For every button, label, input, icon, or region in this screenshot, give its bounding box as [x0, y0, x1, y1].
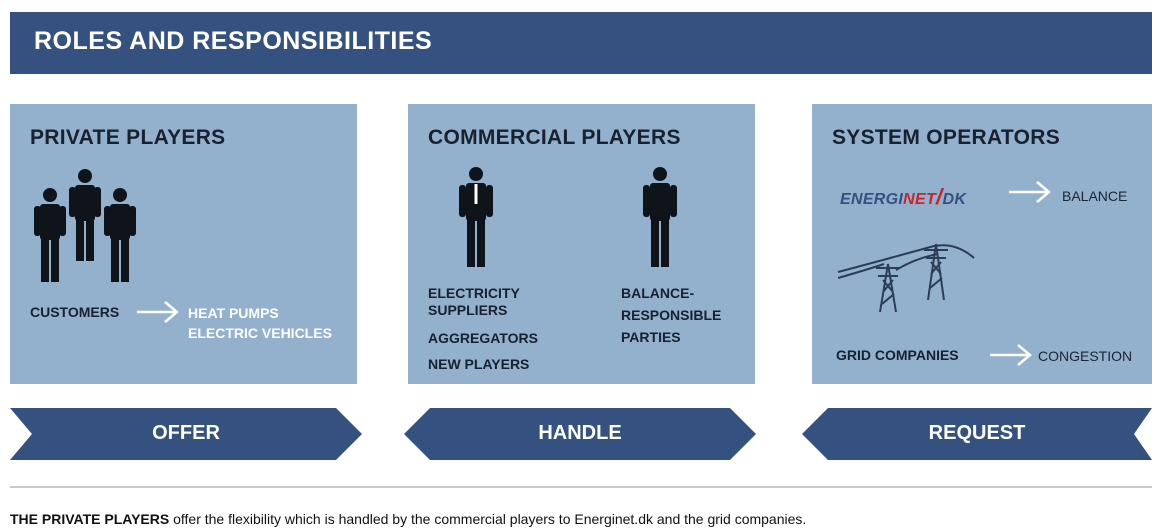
brp-line1: BALANCE- — [621, 285, 695, 301]
handle-banner-shape — [404, 408, 756, 460]
grid-companies-label: GRID COMPANIES — [836, 347, 959, 363]
offer-banner: OFFER — [10, 408, 362, 460]
handle-label: HANDLE — [538, 422, 622, 444]
logo-slash-icon: / — [936, 184, 943, 209]
private-players-panel: PRIVATE PLAYERS CUSTOMERS — [10, 104, 357, 384]
customers-arrow-icon — [137, 301, 179, 323]
system-operators-title: SYSTEM OPERATORS — [832, 126, 1061, 149]
heat-pumps-label: HEAT PUMPS — [188, 305, 279, 321]
energinet-logo: ENERGINET/DK — [840, 184, 966, 210]
electricity-suppliers-line2: SUPPLIERS — [428, 302, 508, 318]
page-title: ROLES AND RESPONSIBILITIES — [34, 27, 433, 55]
electricity-suppliers-line1: ELECTRICITY — [428, 285, 520, 301]
offer-label: OFFER — [152, 422, 220, 444]
system-operators-panel: SYSTEM OPERATORS ENERGINET/DK BALANCE GR… — [812, 104, 1152, 384]
request-banner: REQUEST — [802, 408, 1152, 460]
handle-banner: HANDLE — [404, 408, 756, 460]
logo-energi: ENERGI — [840, 191, 904, 208]
new-players-label: NEW PLAYERS — [428, 356, 530, 372]
request-label: REQUEST — [928, 422, 1026, 444]
header-bar: ROLES AND RESPONSIBILITIES — [10, 12, 1152, 74]
brp-person-icon — [643, 167, 677, 267]
electric-vehicles-label: ELECTRIC VEHICLES — [188, 325, 332, 341]
balance-label: BALANCE — [1062, 188, 1128, 204]
request-banner-shape — [802, 408, 1152, 460]
power-pylons-icon — [837, 243, 975, 313]
footer-caption: THE PRIVATE PLAYERS offer the flexibilit… — [10, 511, 806, 527]
private-players-title: PRIVATE PLAYERS — [30, 126, 226, 149]
brp-line2: RESPONSIBLE — [621, 307, 722, 323]
aggregators-label: AGGREGATORS — [428, 330, 538, 346]
logo-dk: DK — [942, 191, 967, 208]
customers-label: CUSTOMERS — [30, 304, 120, 320]
brp-line3: PARTIES — [621, 329, 681, 345]
customers-people-icon — [34, 169, 136, 282]
commercial-players-title: COMMERCIAL PLAYERS — [428, 126, 681, 149]
offer-banner-shape — [10, 408, 362, 460]
commercial-players-panel: COMMERCIAL PLAYERS ELECTRICITY SUPPLIERS… — [408, 104, 755, 384]
balance-arrow-icon — [1009, 181, 1051, 203]
footer-bold: THE PRIVATE PLAYERS — [10, 511, 170, 527]
footer-divider — [10, 486, 1152, 488]
footer-text: offer the flexibility which is handled b… — [169, 511, 807, 527]
supplier-person-icon — [459, 167, 493, 267]
congestion-arrow-icon — [990, 344, 1032, 366]
congestion-label: CONGESTION — [1038, 348, 1133, 364]
logo-net: NET — [903, 191, 937, 208]
